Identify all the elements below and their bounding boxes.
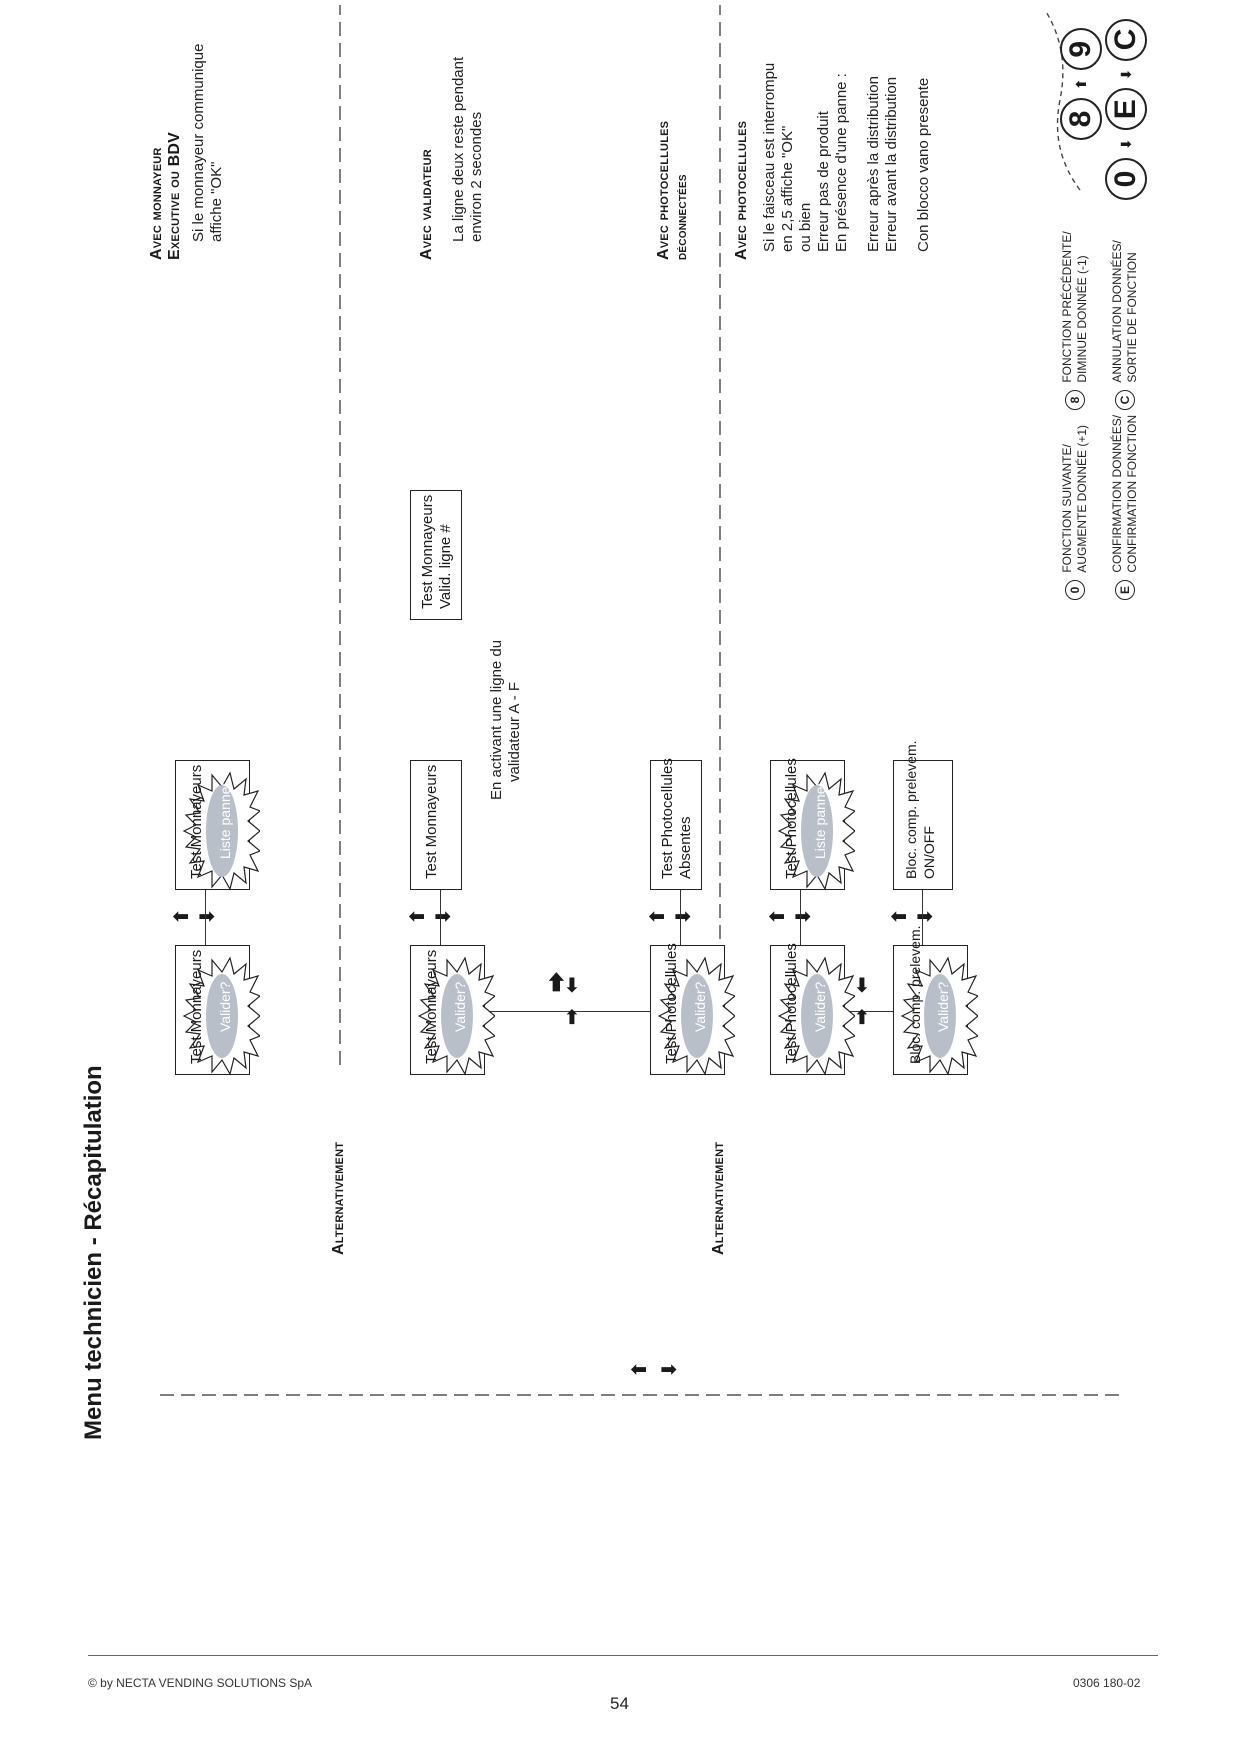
starburst-icon xyxy=(777,956,855,1076)
keypad-illustration: 8 ⬆ 9 0 ⬇ E ⬇ C xyxy=(1040,10,1150,210)
footer-rule xyxy=(88,1655,1158,1656)
arrow-right-icon: ⬆ xyxy=(563,972,581,995)
key-row-top: 8 ⬆ 9 xyxy=(1060,28,1102,140)
alternativement-label-2: Alternativement xyxy=(710,1141,727,1255)
key-e: E xyxy=(1105,88,1147,131)
keypad-dashed-curve xyxy=(1044,10,1081,191)
arrow-left-icon: ⬇ xyxy=(563,1004,581,1027)
footer-copyright: © by NECTA VENDING SOLUTIONS SpA xyxy=(88,1676,313,1690)
arrow-right-icon: ⬆ xyxy=(853,972,871,995)
arrow-down-icon: ⬇ xyxy=(433,908,455,925)
note-photo-deconnectees: Avec photocellules déconnectées xyxy=(655,120,689,260)
section-separator-1 xyxy=(339,5,341,1065)
alternativement-label-1: Alternativement xyxy=(330,1141,347,1255)
section-separator-2 xyxy=(719,5,721,1065)
starburst-icon xyxy=(900,956,978,1076)
arrow-down-icon: ⬇ xyxy=(915,908,937,925)
legend-key-8: 8 Fonction précédente/ diminue donnée (-… xyxy=(1060,230,1090,410)
box-photo-valider-1: Test Photocellules Valider? xyxy=(650,943,735,1076)
arrow-down-icon: ⬇ xyxy=(1117,138,1134,150)
connector xyxy=(800,890,801,945)
starburst-icon xyxy=(777,771,855,891)
page-number: 54 xyxy=(610,1694,629,1713)
note-validateur: Avec validateur La ligne deux reste pend… xyxy=(418,56,485,260)
main-separator-line xyxy=(160,1394,1120,1396)
box-monnayeurs-valider: Test Monnayeurs Valider? xyxy=(175,945,260,1076)
box-monnayeurs-plain: Test Monnayeurs xyxy=(410,760,462,890)
key-0: 0 xyxy=(1105,158,1147,200)
key-9: 9 xyxy=(1060,28,1102,71)
legend-key-c: C Annulation données/ sortie de fonction xyxy=(1110,230,1140,410)
key-row-bottom: 0 ⬇ E ⬇ C xyxy=(1105,18,1147,200)
arrow-up-icon: ⬆ xyxy=(407,908,429,925)
arrow-up-icon: ⬆ xyxy=(1072,78,1089,90)
arrow-up-icon: ⬆ xyxy=(889,908,911,925)
starburst-icon xyxy=(182,771,260,891)
key-c-icon: C xyxy=(1115,390,1135,410)
connector xyxy=(680,890,681,945)
box-photo-valider-2: Test Photocellules Valider? xyxy=(770,943,855,1076)
arrow-down-icon: ⬇ xyxy=(197,908,219,925)
box-bloc-onoff: Bloc. comp. prelevem. ON/OFF xyxy=(893,741,953,890)
arrow-down-icon: ⬇ xyxy=(659,1361,681,1378)
starburst-icon xyxy=(182,956,260,1076)
starburst-icon xyxy=(417,956,495,1076)
legend-key-e: E Confirmation données/ confirmation fon… xyxy=(1110,410,1140,600)
footer-document-code: 0306 180-02 xyxy=(1073,1676,1141,1690)
key-c: C xyxy=(1105,18,1147,61)
box-monnayeurs-valid-ligne: Test Monnayeurs Valid. ligne # xyxy=(410,490,462,620)
starburst-icon xyxy=(657,956,735,1076)
box-monnayeurs-pannes: Test Monnayeurs Liste pannes xyxy=(175,760,260,891)
key-8: 8 xyxy=(1060,98,1102,140)
annotation-validateur: En activant une ligne du validateur A - … xyxy=(488,639,523,800)
connector xyxy=(440,890,441,945)
rotated-page-canvas: Menu technicien - Récapitulation ⬆ ⬇ Alt… xyxy=(0,5,1150,1620)
arrow-up-icon: ⬆ xyxy=(629,1361,651,1378)
arrow-up-icon: ⬆ xyxy=(647,908,669,925)
arrow-down-icon: ⬇ xyxy=(673,908,695,925)
legend-key-0: 0 Fonction suivante/ augmente donnée (+1… xyxy=(1060,420,1090,600)
arrow-down-icon: ⬇ xyxy=(793,908,815,925)
connector xyxy=(205,890,206,945)
box-photo-pannes: Test Photocellules Liste pannes xyxy=(770,758,855,891)
page-title: Menu technicien - Récapitulation xyxy=(80,1065,107,1440)
key-8-icon: 8 xyxy=(1065,390,1085,410)
key-0-icon: 0 xyxy=(1065,580,1085,600)
box-photo-absentes: Test Photocellules Absentes xyxy=(650,758,702,890)
arrow-left-icon: ⬇ xyxy=(853,1004,871,1027)
box-monnayeurs-valider-2: Test Monnayeurs Valider? xyxy=(410,945,495,1076)
box-bloc-valider: Bloc. comp. prelevem. Valider? xyxy=(893,926,978,1076)
note-photocellules: Avec photocellules Si le faisceau est in… xyxy=(733,62,932,260)
arrow-up-icon: ⬆ xyxy=(171,908,193,925)
arrow-up-icon: ⬆ xyxy=(767,908,789,925)
arrow-down-icon: ⬇ xyxy=(1117,68,1134,81)
note-monnayeur: Avec monnayeur Executive ou BDV Si le mo… xyxy=(148,43,225,260)
key-e-icon: E xyxy=(1115,580,1135,600)
